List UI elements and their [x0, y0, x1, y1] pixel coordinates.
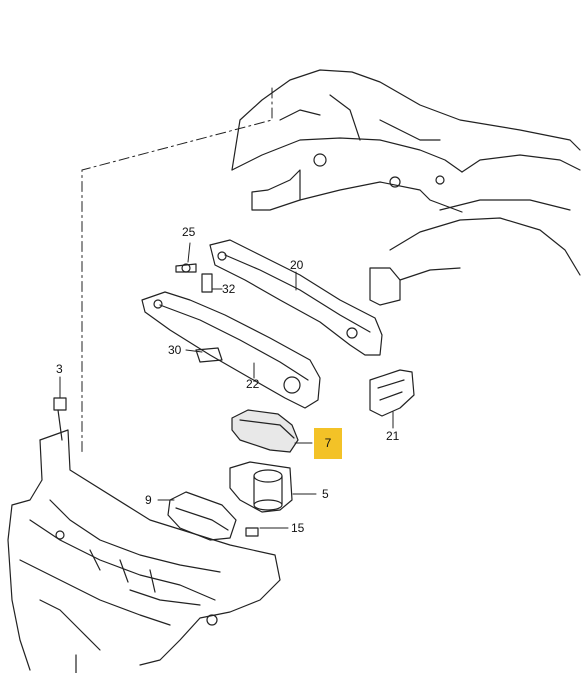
assembly-dash-line	[81, 87, 273, 456]
callout-32[interactable]: 32	[222, 282, 236, 296]
part-5-duct-housing	[229, 461, 293, 513]
part-21-side-bracket	[369, 369, 415, 417]
car-body-shell	[231, 69, 581, 306]
part-20-upper-cross-member	[209, 239, 383, 356]
callout-3[interactable]: 3	[56, 362, 63, 376]
part-7-air-duct	[231, 409, 299, 453]
callout-5[interactable]: 5	[322, 487, 329, 501]
part-22-lower-cross-member	[141, 291, 321, 409]
callout-30[interactable]: 30	[168, 343, 182, 357]
part-30-bracket	[195, 347, 223, 363]
leader-lines	[59, 242, 394, 529]
callout-9[interactable]: 9	[145, 493, 152, 507]
callout-25[interactable]: 25	[182, 225, 196, 239]
callout-7-highlight[interactable]: 7	[314, 428, 342, 459]
callout-15[interactable]: 15	[291, 521, 305, 535]
fastener-bolts	[53, 263, 259, 537]
callout-7: 7	[324, 436, 332, 450]
callout-21[interactable]: 21	[386, 429, 400, 443]
part-9-duct	[167, 491, 237, 541]
callout-20[interactable]: 20	[290, 258, 304, 272]
callout-22[interactable]: 22	[246, 377, 260, 391]
front-lock-carrier	[7, 429, 281, 673]
